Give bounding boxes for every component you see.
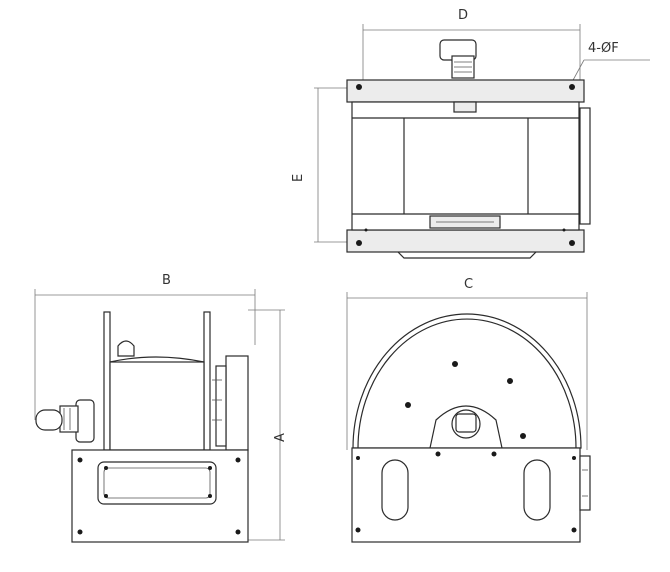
inlet-nut: [59, 405, 79, 433]
mount-hole: [569, 240, 575, 246]
drum-body: [351, 101, 580, 231]
swivel: [117, 340, 135, 357]
base-slot-left: [381, 459, 409, 521]
inlet-nozzle: [35, 409, 63, 431]
base-slot: [97, 461, 217, 505]
drum: [109, 361, 205, 451]
mount-hole: [569, 84, 575, 90]
dim-a-label: A: [273, 433, 288, 442]
side-plate: [579, 107, 591, 225]
front-view: C: [346, 277, 591, 543]
base-lip: [397, 251, 537, 259]
dim-b-label: B: [162, 273, 171, 288]
dim-d-label: D: [458, 8, 468, 23]
mount-hole: [356, 240, 362, 246]
mount-hole: [356, 84, 362, 90]
dim-f-label: 4-ØF: [588, 41, 619, 56]
top-view: D 4-ØF E: [291, 8, 650, 259]
dim-e-label: E: [291, 174, 306, 182]
hub-bump: [453, 101, 477, 113]
bottom-rail: [346, 229, 585, 253]
upright-left: [103, 311, 111, 451]
top-rail: [346, 79, 585, 103]
base-slot-right: [523, 459, 551, 521]
side-bracket: [579, 455, 591, 511]
gear-housing: [225, 355, 249, 451]
drum-disc: [352, 313, 582, 449]
dim-c-label: C: [464, 277, 473, 292]
inlet-hub: [75, 399, 95, 443]
side-view: B A: [34, 273, 288, 543]
upright-right: [203, 311, 211, 451]
